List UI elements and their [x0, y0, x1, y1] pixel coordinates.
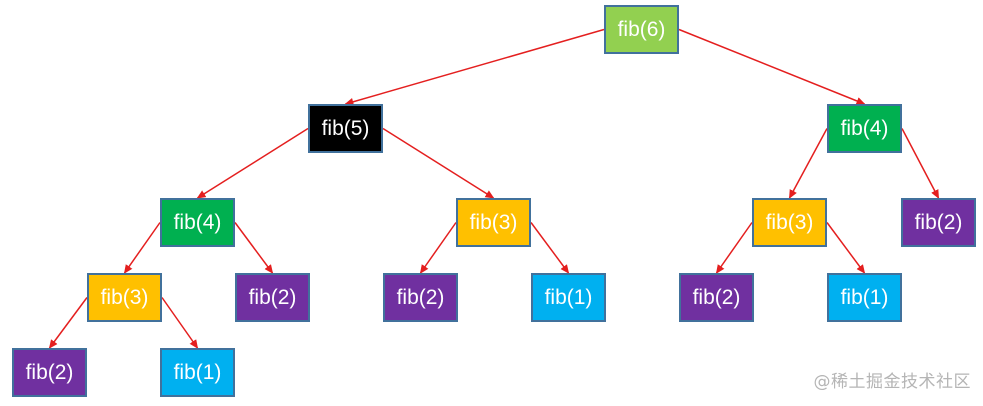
node-label: fib(1) [840, 285, 889, 309]
edge-n3m-to-n1b [530, 222, 570, 274]
node-label: fib(4) [173, 210, 222, 234]
edge-n5-to-n3m [382, 127, 495, 199]
edge-n5-to-n4l [196, 127, 309, 199]
node-fib-2-n2a: fib(2) [235, 273, 310, 322]
edge-n4l-to-n2a [234, 222, 274, 274]
node-fib-1-n1d: fib(1) [160, 348, 235, 397]
node-label: fib(3) [100, 285, 149, 309]
node-fib-1-n1b: fib(1) [531, 273, 606, 322]
edge-n6-to-n5 [344, 28, 605, 106]
edge-n4r-to-n2rr [901, 128, 940, 199]
node-fib-4-n4r: fib(4) [827, 104, 902, 153]
watermark: @稀土掘金技术社区 [813, 372, 971, 392]
node-fib-1-n1c: fib(1) [827, 273, 902, 322]
node-fib-2-n2b: fib(2) [383, 273, 458, 322]
edge-n3l-to-n1d [161, 297, 199, 349]
edge-n3m-to-n2b [419, 222, 457, 274]
node-label: fib(5) [321, 116, 370, 140]
node-label: fib(2) [692, 285, 741, 309]
node-label: fib(6) [617, 17, 666, 41]
node-fib-5-n5: fib(5) [308, 104, 383, 153]
node-fib-2-n2c: fib(2) [679, 273, 754, 322]
node-label: fib(2) [25, 360, 74, 384]
edge-n6-to-n4r [678, 28, 866, 105]
node-label: fib(1) [173, 360, 222, 384]
node-label: fib(2) [396, 285, 445, 309]
edge-n3l-to-n2d [48, 297, 88, 349]
node-fib-4-n4l: fib(4) [160, 198, 235, 247]
edge-n4l-to-n3l [123, 222, 161, 274]
edge-n3r-to-n2c [715, 222, 753, 274]
edge-n4r-to-n3r [788, 128, 828, 199]
node-fib-2-n2rr: fib(2) [901, 198, 976, 247]
node-label: fib(1) [544, 285, 593, 309]
node-fib-3-n3m: fib(3) [456, 198, 531, 247]
node-fib-3-n3r: fib(3) [752, 198, 827, 247]
node-label: fib(4) [840, 116, 889, 140]
node-label: fib(3) [469, 210, 518, 234]
node-fib-2-n2d: fib(2) [12, 348, 87, 397]
node-fib-6-n6: fib(6) [604, 5, 679, 54]
node-label: fib(2) [914, 210, 963, 234]
node-label: fib(2) [248, 285, 297, 309]
edge-n3r-to-n1c [826, 222, 866, 274]
node-fib-3-n3l: fib(3) [87, 273, 162, 322]
node-label: fib(3) [765, 210, 814, 234]
